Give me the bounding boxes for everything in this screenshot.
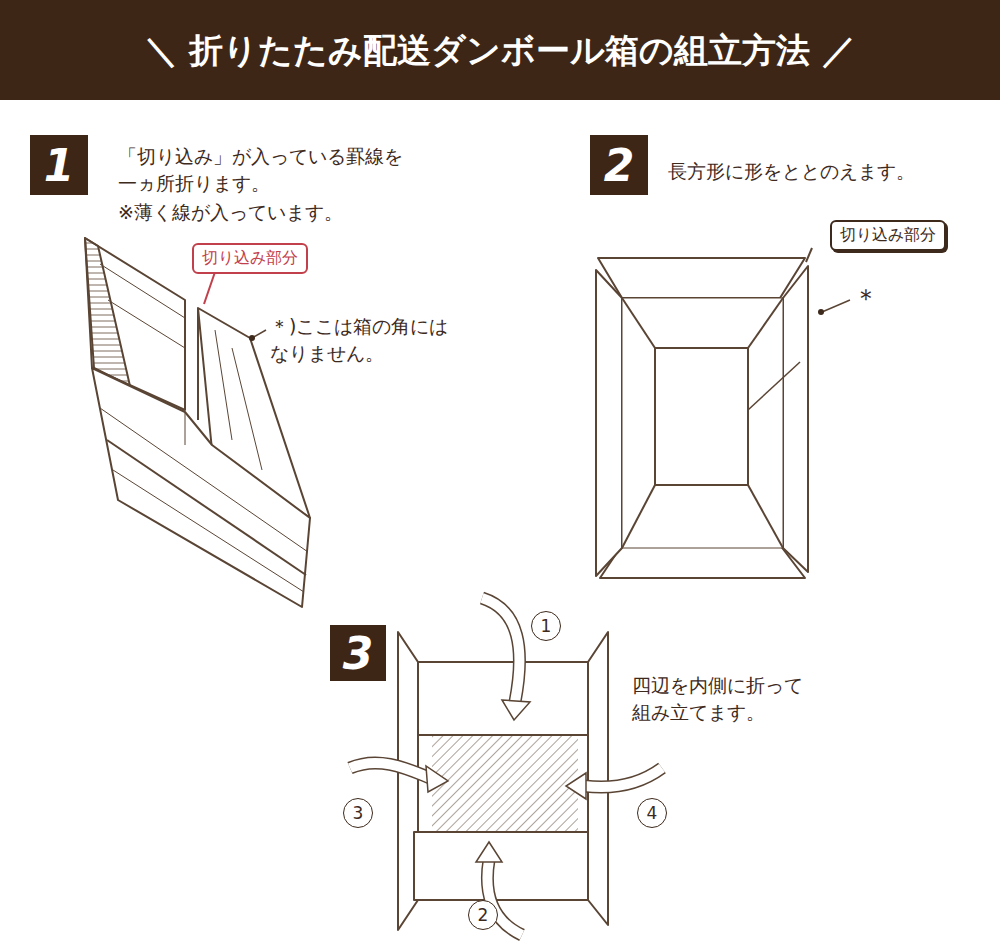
node-text: 切り込み部分 <box>202 248 298 269</box>
left-flap <box>596 270 622 576</box>
callout-box: 切り込み部分 <box>192 243 308 274</box>
instruction-text: 「切り込み」が入っている罫線を 一ヵ所折ります。 <box>118 143 418 196</box>
node-text: 2 <box>604 140 635 191</box>
top-flap <box>418 662 588 735</box>
title: ＼ 折りたたみ配送ダンボール箱の組立方法 ／ <box>0 26 1000 74</box>
asterisk-mark: ＊ <box>853 280 883 316</box>
callout-box: 切り込み部分 <box>830 220 946 251</box>
bottom-flap <box>600 545 805 578</box>
callout-number: 4 <box>637 798 667 828</box>
callout-number: 3 <box>343 798 373 828</box>
step-number: 3 <box>330 625 386 681</box>
instruction-text: 四辺を内側に折って 組み立てます。 <box>632 672 817 725</box>
step-number: 2 <box>590 135 648 195</box>
node-text: 1 <box>541 616 552 636</box>
callout-number: 2 <box>468 900 498 930</box>
bottom-flap <box>414 832 588 900</box>
hatched-strip <box>85 238 130 386</box>
node-text: 1 <box>44 140 75 191</box>
node-text: 切り込み部分 <box>840 225 936 246</box>
node-text: 3 <box>343 628 374 679</box>
hatched-floor <box>432 735 578 832</box>
top-flap <box>598 258 805 298</box>
instruction-text: 長方形に形をととのえます。 <box>668 158 988 185</box>
front-panel <box>92 368 310 607</box>
right-wall <box>588 632 608 925</box>
node-text: 3 <box>353 803 364 823</box>
right-flap <box>783 266 808 572</box>
node-text: 4 <box>647 803 658 823</box>
callout-number: 1 <box>531 611 561 641</box>
note-text: ※薄く線が入っています。 <box>118 199 448 226</box>
node-text: 2 <box>478 905 489 925</box>
note-text: ＊)ここは箱の角には なりません。 <box>270 313 460 366</box>
step-number: 1 <box>30 135 88 195</box>
